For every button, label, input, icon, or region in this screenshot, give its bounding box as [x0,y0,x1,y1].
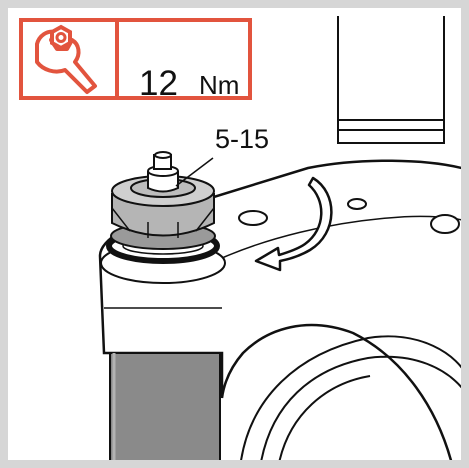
crown-bolt-holes [238,198,460,234]
fork-arch-tire [240,335,461,460]
rotation-arrow-icon [254,176,333,272]
fork-crown-illustration [98,16,461,460]
torque-value: 12 [139,64,178,103]
callout-leader-line [175,157,214,187]
fork-stanchion [109,352,221,460]
callout-label: 5-15 [215,124,270,154]
torque-icon-cell [23,22,119,96]
torque-spec-box: 12 Nm [19,18,252,103]
adjuster-knob [147,151,179,193]
wrench-nut-icon [35,24,97,94]
torque-unit: Nm [199,70,240,100]
